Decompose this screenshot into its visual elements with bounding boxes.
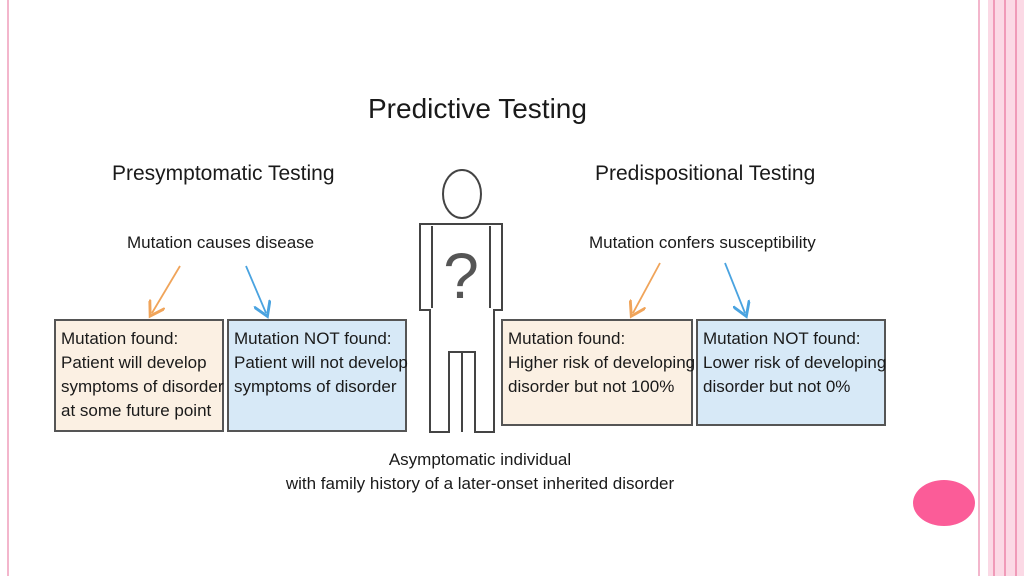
box-predispositional-mutation-not-found: Mutation NOT found: Lower risk of develo… — [696, 319, 886, 426]
arrow-left-found — [152, 265, 181, 313]
figure-caption: Asymptomatic individual with family hist… — [285, 450, 675, 493]
predispositional-subheading: Mutation confers susceptibility — [589, 233, 816, 252]
slide-frame-right-line — [978, 0, 980, 576]
box-predispositional-mutation-found: Mutation found: Higher risk of developin… — [501, 319, 695, 426]
box-presymptomatic-mutation-found: Mutation found: Patient will develop sym… — [54, 319, 224, 432]
presymptomatic-heading: Presymptomatic Testing — [112, 162, 335, 185]
arrow-right-not-found — [724, 262, 745, 313]
slide-frame-stripe — [1015, 0, 1017, 576]
slide-decoration-circle — [913, 480, 975, 526]
question-mark-icon: ? — [443, 240, 479, 312]
predispositional-heading: Predispositional Testing — [595, 162, 816, 185]
slide-frame-left-line — [7, 0, 9, 576]
box-presymptomatic-mutation-not-found: Mutation NOT found: Patient will not dev… — [227, 319, 408, 432]
arrow-right-found — [633, 262, 661, 313]
slide-frame-stripe — [1004, 0, 1006, 576]
presymptomatic-subheading: Mutation causes disease — [127, 233, 315, 252]
diagram-title: Predictive Testing — [368, 93, 587, 124]
slide-frame-stripe — [993, 0, 995, 576]
arrow-left-not-found — [245, 265, 266, 313]
person-outline-icon — [419, 169, 503, 433]
